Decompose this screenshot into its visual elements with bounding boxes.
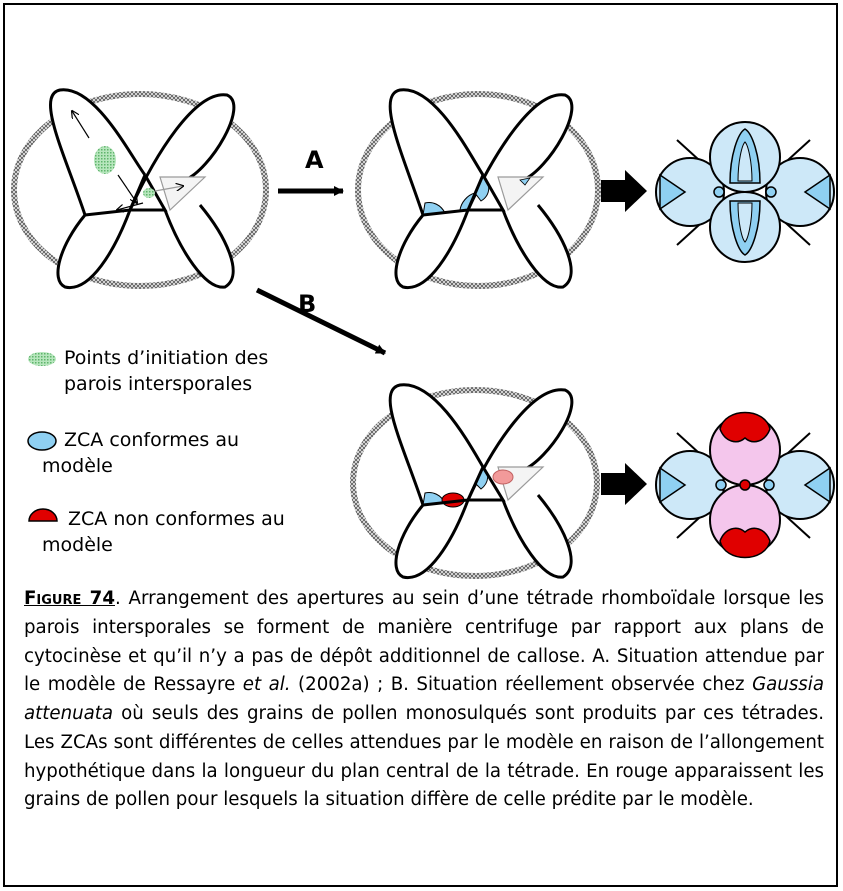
legend-blue-line1: ZCA conformes au <box>64 429 240 451</box>
legend-red-label: ZCA non conformes au modèle <box>42 507 285 558</box>
caption-italic-2: Gaussia attenuata <box>24 674 824 724</box>
legend-blue-label: ZCA conformes au modèle <box>42 428 240 479</box>
legend-green-swatch <box>28 352 56 366</box>
figure-number: Figure 74 <box>24 588 115 609</box>
pollen-tetrad-a <box>655 121 835 263</box>
tetrad-model-expected <box>355 88 601 289</box>
initiation-point-marker <box>94 146 116 174</box>
legend-red-line1: ZCA non conformes au <box>68 508 285 530</box>
pollen-tetrad-b <box>655 411 835 559</box>
legend-green-line2: parois intersporales <box>64 372 253 395</box>
caption-italic-1: et al. <box>242 674 291 696</box>
figure-frame: A B Points d’initiation des parois inter… <box>3 3 838 887</box>
caption-text-1: . Arrangement des apertures au sein d’un… <box>24 588 824 696</box>
arrow-a-label: A <box>305 146 324 174</box>
legend-red-line2: modèle <box>42 533 113 556</box>
caption-text-2: (2002a) ; B. Situation réellement observ… <box>290 674 753 696</box>
legend-green-line1: Points d’initiation des <box>64 347 269 369</box>
arrow-b <box>255 287 387 356</box>
legend-green-label: Points d’initiation des parois interspor… <box>64 346 268 397</box>
arrow-to-pollen-a <box>601 170 647 212</box>
figure-caption: Figure 74. Arrangement des apertures au … <box>24 585 824 815</box>
initiation-point-marker <box>143 188 155 198</box>
legend-blue-swatch <box>27 431 57 451</box>
arrow-to-pollen-b <box>601 463 647 505</box>
caption-text-3: où seuls des grains de pollen monosulqué… <box>24 703 824 811</box>
tetrad-observed <box>350 383 600 579</box>
arrow-b-label: B <box>298 290 317 318</box>
tetrad-initiation <box>11 88 269 289</box>
figure-diagram <box>11 88 835 579</box>
legend-blue-line2: modèle <box>42 454 113 477</box>
legend-red-swatch <box>28 508 58 522</box>
